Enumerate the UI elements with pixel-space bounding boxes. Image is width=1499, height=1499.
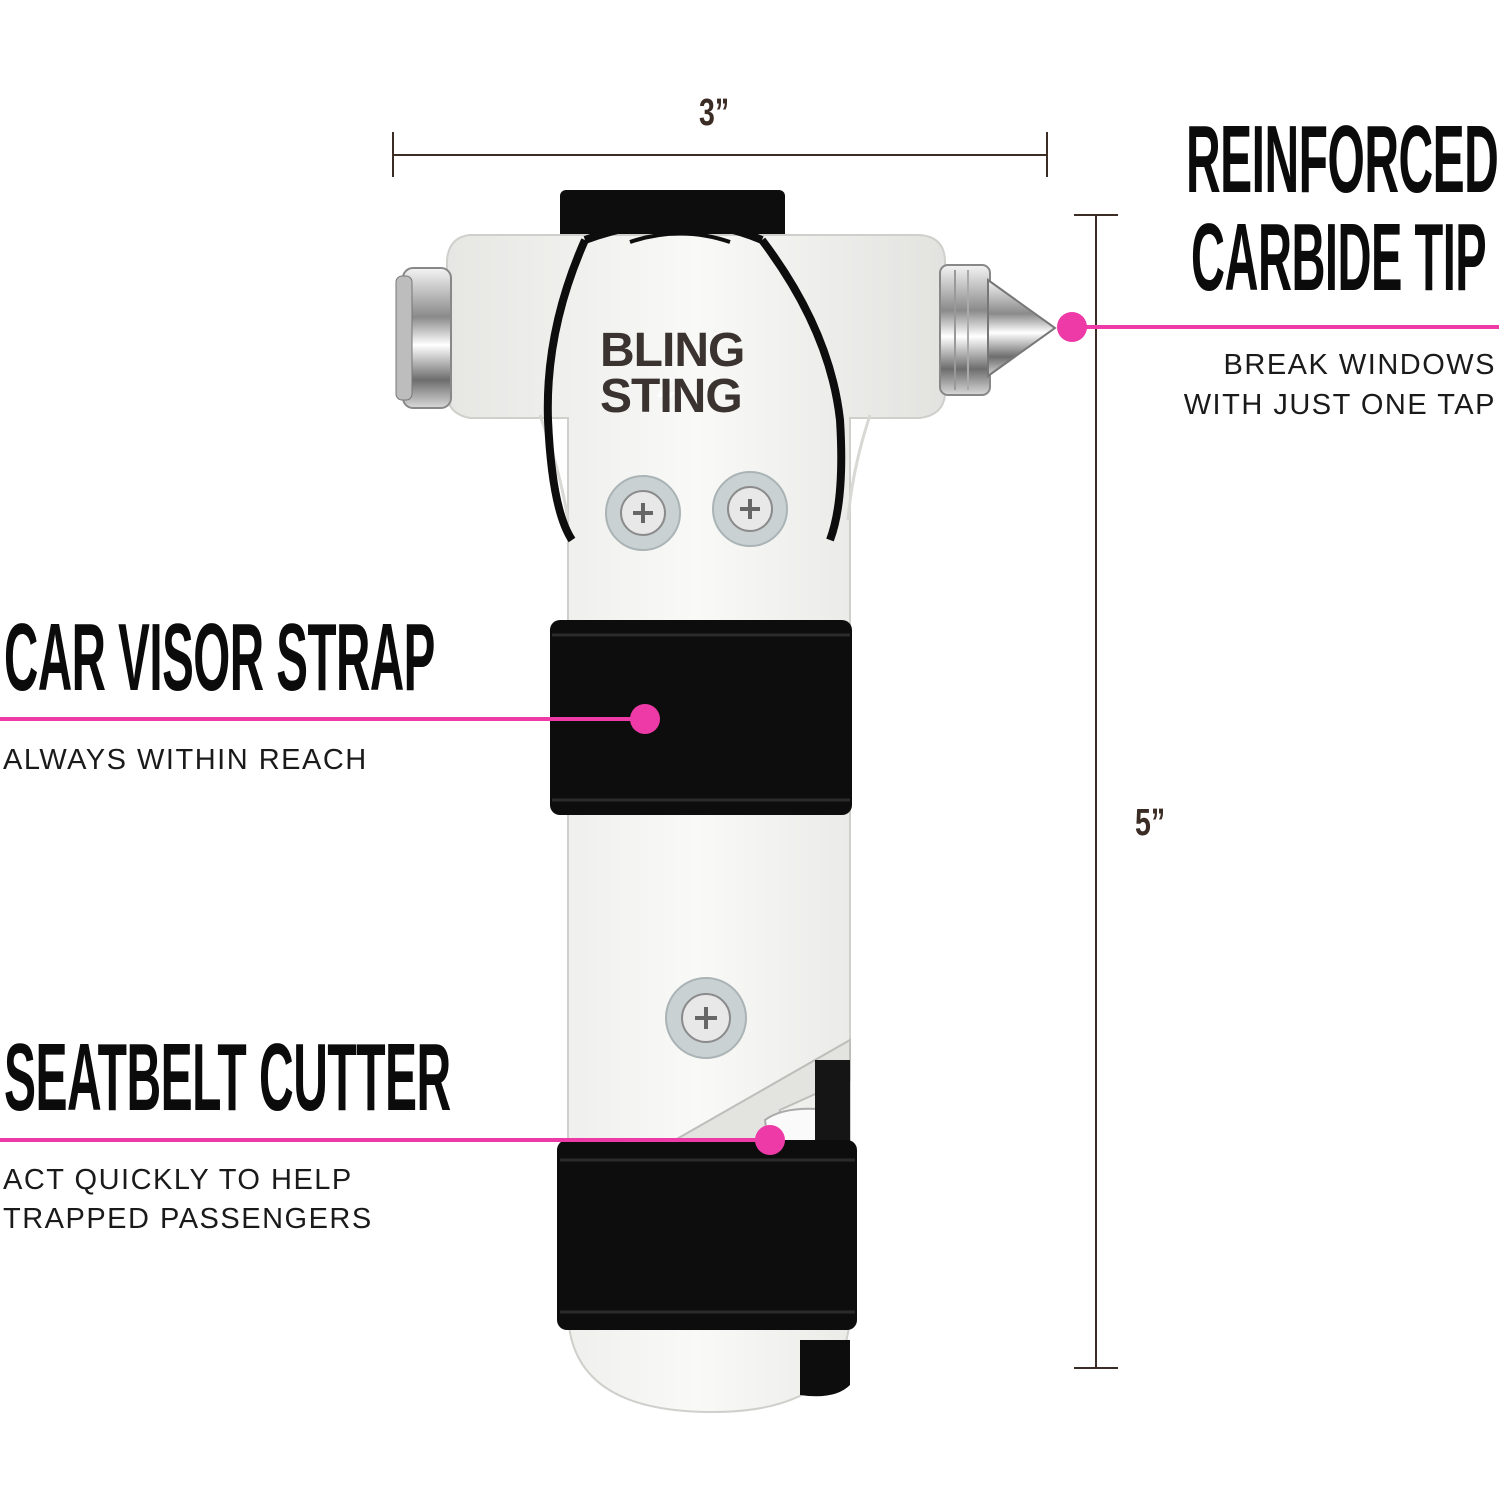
cutter-callout-line [0,1125,785,1155]
brand-logo: BLING STING [600,324,800,423]
visor-strap [550,620,852,815]
cutter-callout-desc-line-1: ACT QUICKLY TO HELP [3,1164,353,1196]
tip-callout-desc-line-1: BREAK WINDOWS [1223,349,1496,381]
brand-line-1: BLING [600,324,745,377]
strap-callout-line [0,704,660,734]
hammer-back-end [395,267,452,409]
carbide-tip [939,264,1057,396]
tip-callout-line [1057,312,1499,342]
bottom-strap [557,1140,857,1397]
screw-icon [605,475,681,551]
tip-callout-desc-line-2: WITH JUST ONE TAP [1183,389,1496,421]
height-dimension-label: 5” [1135,802,1166,844]
strap-callout-desc: ALWAYS WITHIN REACH [3,744,368,776]
cutter-callout-title: SEATBELT CUTTER [4,1024,451,1131]
width-dimension-line [392,132,1048,177]
strap-callout-title: CAR VISOR STRAP [4,604,435,711]
brand-line-2: STING [600,370,743,423]
tip-callout-title-line-2: CARBIDE TIP [1191,204,1487,311]
screw-icon [712,471,788,547]
height-dimension-line [1074,214,1118,1369]
tip-callout-title-line-1: REINFORCED [1186,106,1499,213]
screw-icon [665,977,747,1059]
bolt-icon [657,378,675,414]
width-dimension-label: 3” [699,92,730,134]
cutter-callout-desc-line-2: TRAPPED PASSENGERS [3,1203,373,1235]
